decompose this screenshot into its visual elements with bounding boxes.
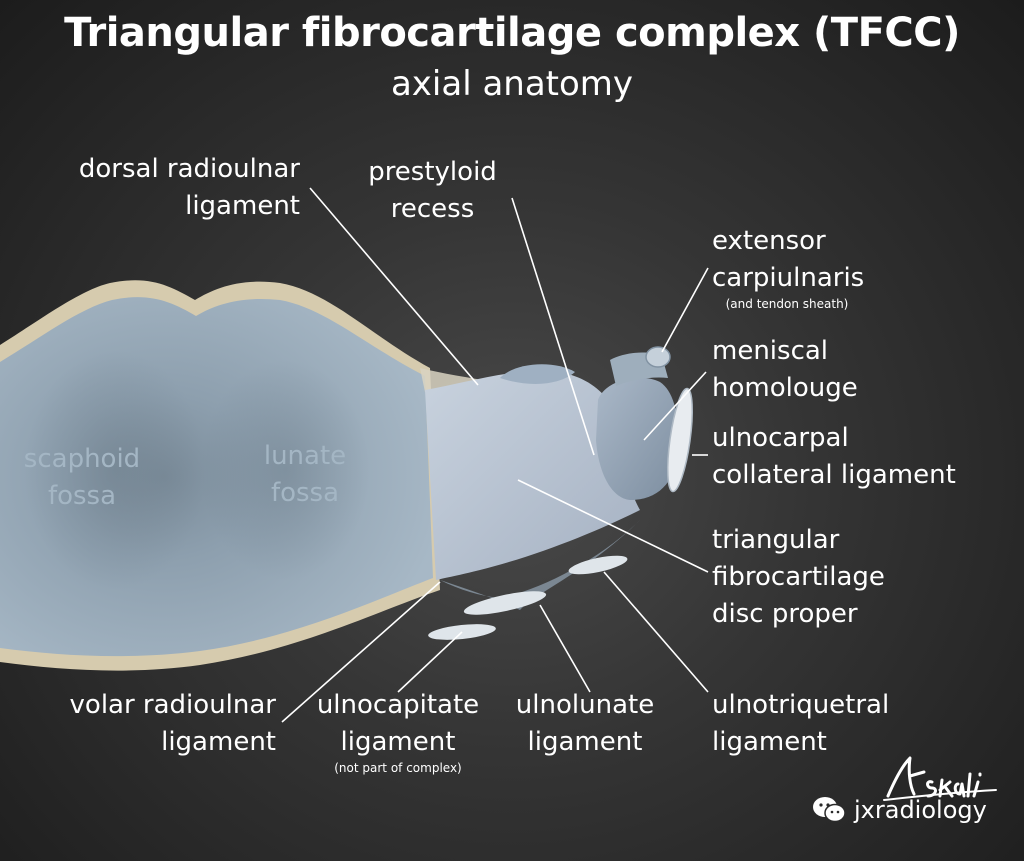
- leader-tfc-disc: [517, 479, 709, 573]
- meniscal-homologue-shape: [596, 377, 679, 500]
- leader-ulnotriquetral: [603, 571, 709, 693]
- dorsal-radioulnar-label: dorsal radioulnar ligament: [78, 154, 300, 221]
- subtitle: axial anatomy: [390, 64, 634, 104]
- leader-volar-radioulnar: [281, 581, 441, 723]
- scaphoid-fossa-label: scaphoid fossa: [23, 444, 141, 511]
- extensor-carpi-ulnaris-label: extensor carpiulnaris (and tendon sheath…: [712, 226, 865, 311]
- scaphoid-fossa-shading: [25, 350, 205, 590]
- tfc-disc-shape: [425, 370, 640, 580]
- watermark: jxradiology: [812, 796, 987, 824]
- prestyloid-recess-label: prestyloid recess: [368, 157, 497, 224]
- tfc-disc-label: triangular fibrocartilage disc proper: [712, 525, 885, 629]
- extensor-note: (and tendon sheath): [725, 297, 849, 311]
- ulnocapitate-note: (not part of complex): [334, 761, 462, 775]
- ulnocarpal-collateral-shape: [666, 387, 694, 493]
- ecu-tendon-end: [645, 346, 671, 368]
- meniscal-homologue-label: meniscal homolouge: [712, 336, 858, 403]
- leader-ulnocapitate: [397, 631, 463, 693]
- watermark-text: jxradiology: [854, 796, 987, 824]
- lunate-fossa-label: lunate fossa: [263, 441, 347, 508]
- ulnolunate-ligament-shape: [463, 591, 547, 615]
- prestyloid-recess-shape: [500, 364, 575, 384]
- leader-ulnolunate: [539, 604, 591, 693]
- leader-meniscal: [643, 371, 707, 441]
- signature-mark: [883, 756, 997, 801]
- main-title: Triangular fibrocartilage complex (TFCC): [64, 10, 960, 56]
- volar-radioulnar-label: volar radioulnar ligament: [69, 690, 276, 757]
- wechat-icon: [813, 797, 846, 823]
- leader-prestyloid-recess: [511, 197, 595, 456]
- ulnotriquetral-label: ulnotriquetral ligament: [712, 690, 890, 757]
- lunate-fossa-shading: [200, 360, 370, 580]
- ulnocapitate-label: ulnocapitate ligament (not part of compl…: [312, 687, 484, 775]
- ulnocarpal-collateral-label: ulnocarpal collateral ligament: [712, 423, 956, 490]
- leader-dorsal-radioulnar: [309, 187, 479, 386]
- ulnotriquetral-ligament-shape: [568, 555, 628, 575]
- leader-extensor: [661, 267, 709, 353]
- ulnolunate-label: ulnolunate ligament: [515, 690, 655, 757]
